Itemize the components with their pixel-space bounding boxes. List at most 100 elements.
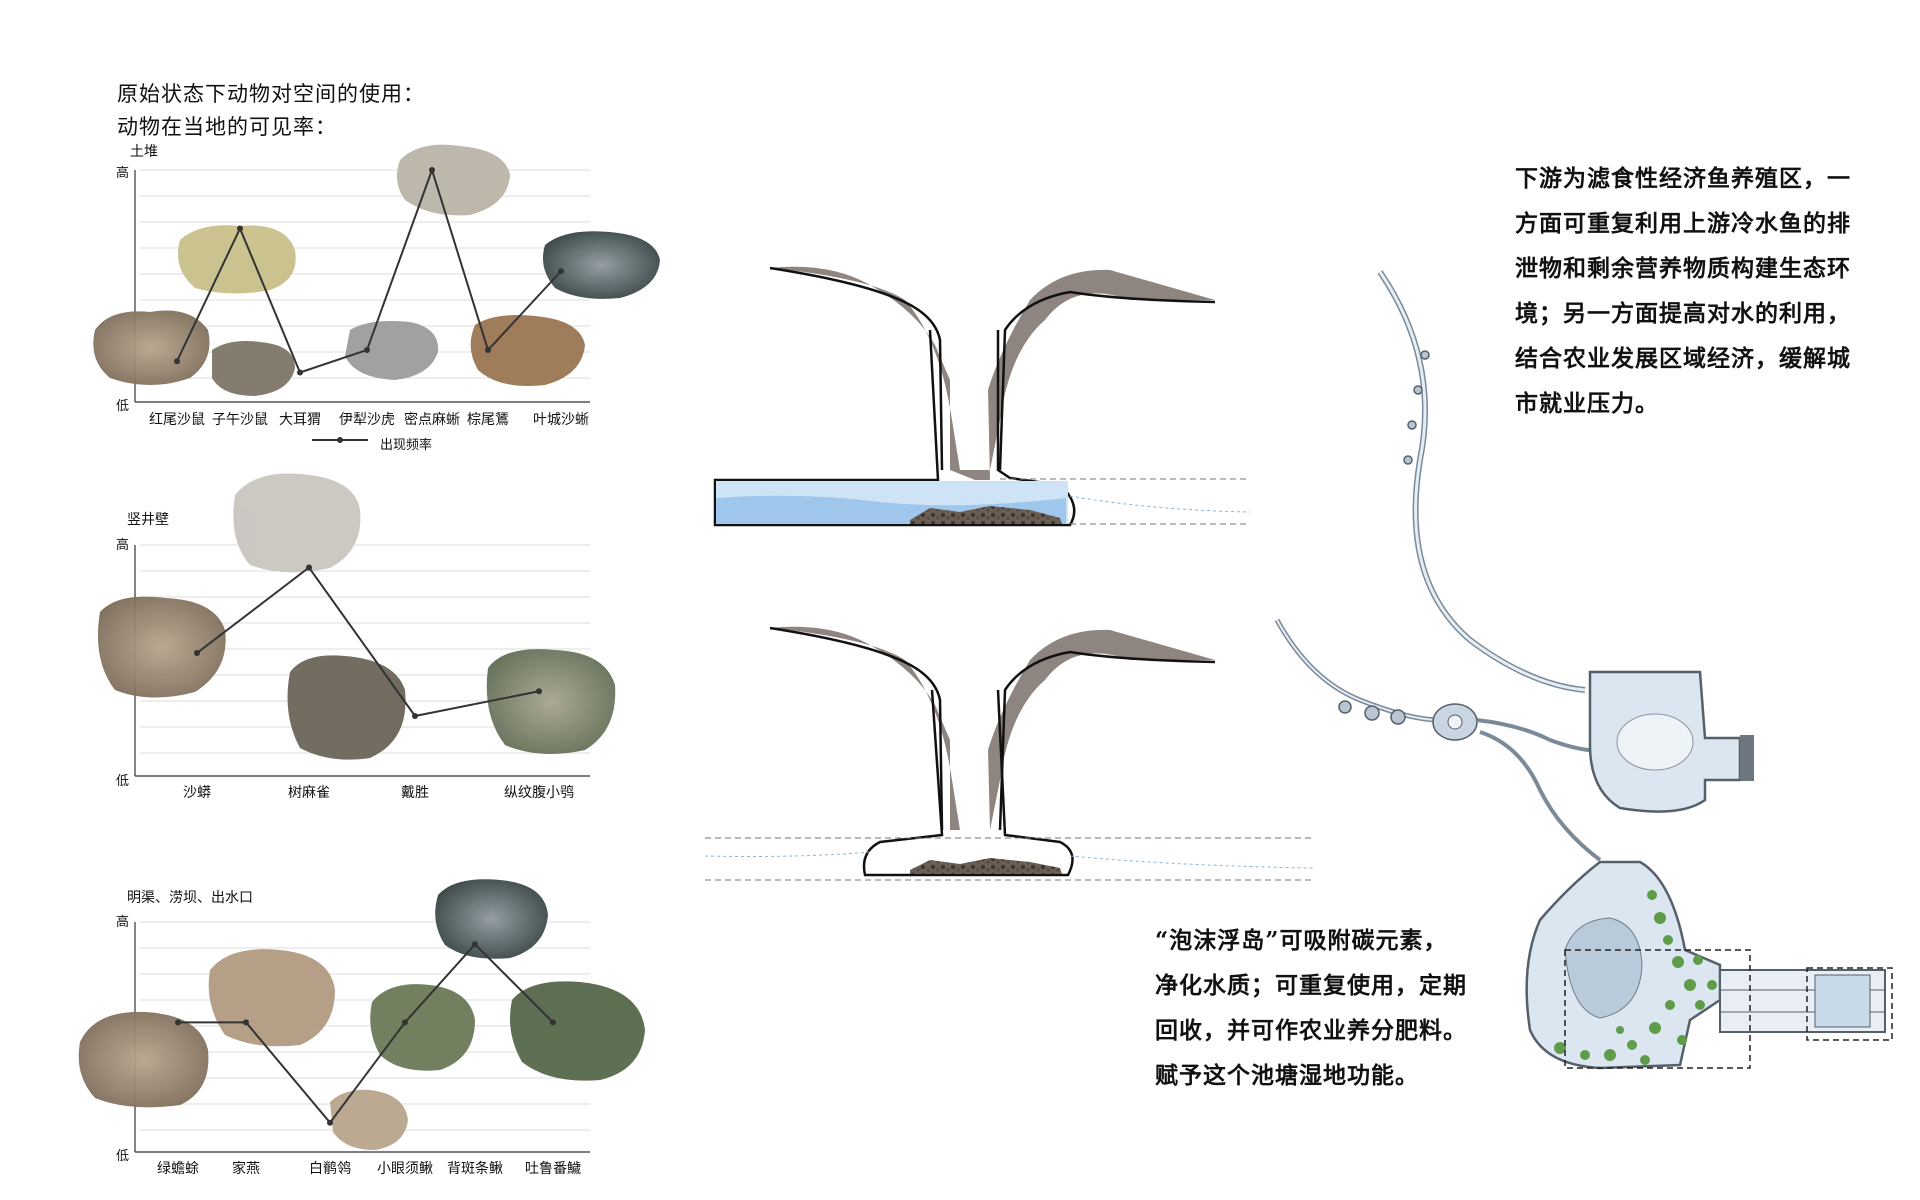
text-line: 泄物和剩余营养物质构建生态环: [1515, 255, 1851, 282]
data-point: [536, 688, 542, 695]
animal-photos-chart2: [97, 473, 616, 760]
downstream-description: 下游为滤食性经济鱼养殖区，一 方面可重复利用上游冷水鱼的排 泄物和剩余营养物质构…: [1515, 156, 1851, 426]
data-point: [472, 941, 478, 948]
small-eye-loach-photo: [370, 984, 475, 1071]
text-line: 境；另一方面提高对水的利用，: [1515, 300, 1851, 327]
stones-2: [910, 858, 1062, 874]
chart3-y-low: 低: [116, 1149, 130, 1164]
legend-label: 出现频率: [380, 438, 433, 453]
water-surface-line-1: [1069, 495, 1251, 513]
barn-swallow-photo: [208, 949, 335, 1047]
toad-headed-agama-photo: [542, 231, 660, 299]
water-surface-line-2b: [1069, 855, 1316, 869]
foam-islands: [1554, 890, 1717, 1065]
ground-line-left-2: [769, 626, 944, 831]
chart3-category: 吐鲁番鱥: [525, 1161, 581, 1177]
foam-island-description: “泡沫浮岛”可吸附碳元素， 净化水质；可重复使用，定期 回收，并可作农业养分肥料…: [1155, 918, 1467, 1098]
data-point: [550, 1019, 556, 1026]
well-shafts: [1338, 350, 1430, 725]
header-line-2: 动物在当地的可见率：: [117, 115, 337, 139]
text-line: 赋予这个池塘湿地功能。: [1155, 1062, 1419, 1089]
chart2-title: 竖井壁: [127, 512, 169, 528]
series-line-chart2: [196, 566, 540, 718]
spotted-loach-photo: [435, 879, 548, 959]
data-point: [237, 225, 243, 232]
channel-to-lower-pond: [1479, 730, 1602, 862]
chart1-category: 大耳猬: [279, 412, 321, 428]
text-line: 结合农业发展区域经济，缓解城: [1515, 345, 1851, 372]
stones-1: [910, 506, 1062, 524]
text-line: 净化水质；可重复使用，定期: [1155, 972, 1467, 999]
soil-mound-section-2: [770, 626, 1215, 830]
chart1-category: 密点麻蜥: [404, 412, 460, 428]
highlight-box-outlet: [1806, 967, 1893, 1041]
series-line-chart3: [178, 942, 554, 1125]
chart3-category: 背斑条鳅: [447, 1161, 503, 1177]
data-point: [412, 713, 418, 719]
lower-pond-deep: [1564, 917, 1643, 1019]
data-point: [429, 167, 435, 173]
animal-photos-chart1: [93, 144, 660, 396]
text-line: 方面可重复利用上游冷水鱼的排: [1515, 210, 1851, 237]
chart3-y-high: 高: [116, 915, 130, 930]
data-point: [194, 650, 200, 656]
data-point: [297, 369, 303, 376]
data-point: [174, 358, 180, 365]
data-point: [243, 1019, 249, 1026]
chart2-category: 纵纹腹小鸮: [504, 785, 574, 801]
upper-pond-inner: [1616, 713, 1694, 771]
sand-boa-photo: [97, 596, 226, 698]
text-line: 市就业压力。: [1515, 390, 1659, 417]
outlet-filter: [1814, 974, 1871, 1028]
buzzard-photo: [470, 315, 585, 386]
white-wagtail-photo: [330, 1089, 408, 1150]
data-point: [485, 347, 491, 353]
chart3-category: 小眼须鳅: [377, 1161, 433, 1177]
well-outline-2: [862, 689, 1074, 877]
header-line-1: 原始状态下动物对空间的使用：: [117, 82, 425, 106]
water-surface-line-2a: [704, 851, 871, 857]
animal-photos-chart3: [78, 879, 645, 1150]
chart3-category: 白鹡鸰: [309, 1161, 351, 1177]
turpan-minnow-photo: [509, 981, 645, 1081]
data-point: [175, 1019, 181, 1026]
chart-series-lines: [174, 166, 564, 1126]
data-point: [558, 268, 564, 275]
chart2-y-high: 高: [116, 538, 130, 553]
chart1-y-low: 低: [116, 399, 130, 414]
ground-line-right-1: [998, 290, 1216, 471]
little-owl-photo: [486, 649, 616, 754]
long-eared-hedgehog-photo: [212, 341, 295, 396]
midday-gerbil-photo: [177, 225, 296, 294]
karez-channel-left: [1274, 618, 1441, 723]
chart1-title: 土堆: [130, 144, 158, 160]
chart1-category: 伊犁沙虎: [339, 412, 395, 428]
gecko-photo: [345, 321, 439, 380]
chart1-category: 子午沙鼠: [212, 412, 268, 428]
text-line: “泡沫浮岛”可吸附碳元素，: [1155, 927, 1448, 954]
chart1-y-high: 高: [116, 166, 130, 181]
text-line: 回收，并可作农业养分肥料。: [1155, 1017, 1467, 1044]
data-point: [327, 1119, 333, 1126]
chart1-category: 红尾沙鼠: [149, 412, 205, 428]
ground-line-right-2: [998, 650, 1216, 831]
data-point: [306, 564, 312, 571]
chart2-category: 戴胜: [401, 785, 429, 801]
cross-section-upper: [713, 266, 1251, 527]
chart3-category: 绿蟾蜍: [157, 1161, 199, 1177]
data-point: [402, 1019, 408, 1026]
chart2-category: 树麻雀: [288, 785, 330, 801]
red-tailed-gerbil-photo: [93, 310, 210, 385]
text-line: 下游为滤食性经济鱼养殖区，一: [1515, 165, 1851, 192]
chart2-y-low: 低: [116, 774, 130, 789]
site-plan: [1274, 270, 1893, 1070]
upper-pond-outlet: [1740, 735, 1754, 781]
legend-marker: [337, 437, 343, 443]
chart1-category: 叶城沙蜥: [533, 412, 589, 428]
cross-section-lower: [704, 626, 1316, 881]
ground-line-left-1: [769, 266, 944, 471]
data-point: [364, 347, 370, 353]
soil-mound-section-1: [770, 266, 1215, 480]
chart3-category: 家燕: [232, 1161, 260, 1177]
